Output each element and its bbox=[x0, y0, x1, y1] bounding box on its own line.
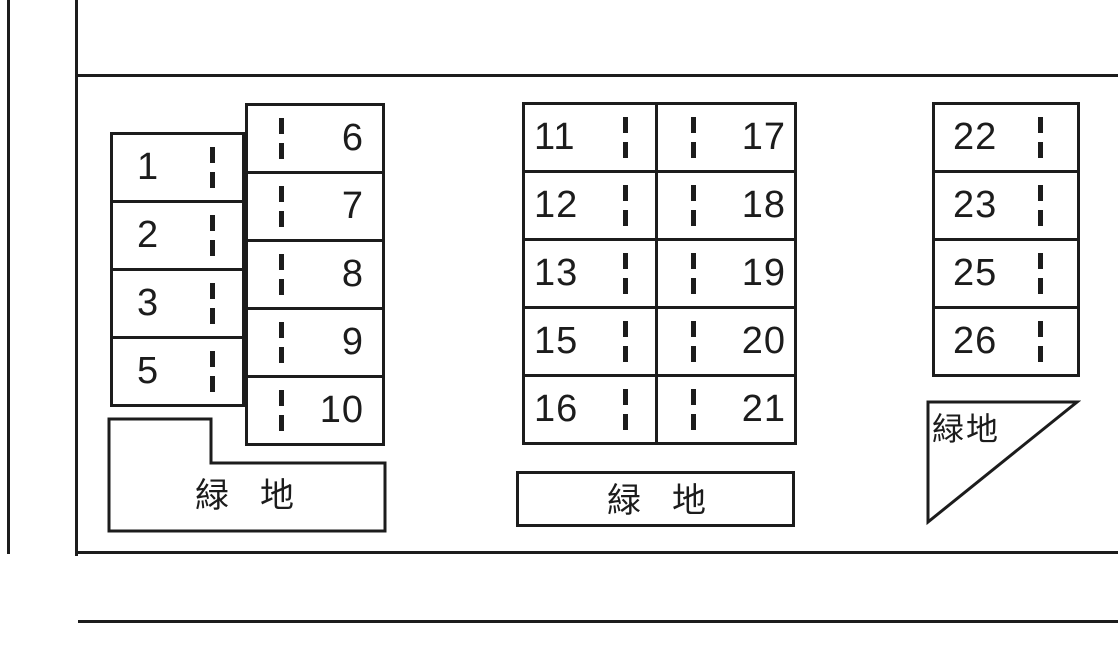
far-left-boundary-line bbox=[7, 0, 10, 554]
stall-number: 18 bbox=[741, 183, 786, 226]
stall-number: 23 bbox=[953, 183, 998, 226]
site-boundary-bottom-line bbox=[75, 551, 1118, 554]
stall-number: 11 bbox=[534, 115, 576, 158]
green-area-right bbox=[926, 400, 1081, 526]
stall-number: 26 bbox=[953, 319, 998, 362]
stall-number: 9 bbox=[341, 320, 364, 363]
parking-stall-5: 5 bbox=[110, 336, 245, 407]
stall-number: 17 bbox=[741, 115, 786, 158]
stall-center-dashed-line bbox=[1038, 117, 1043, 158]
stall-center-dashed-line bbox=[279, 118, 284, 159]
stall-center-dashed-line bbox=[691, 253, 696, 294]
stall-center-dashed-line bbox=[1038, 321, 1043, 362]
stall-center-dashed-line bbox=[623, 185, 628, 226]
parking-stall-20: 20 bbox=[655, 306, 797, 377]
parking-stall-15: 15 bbox=[522, 306, 658, 377]
parking-stall-17: 17 bbox=[655, 102, 797, 173]
green-area-outline bbox=[926, 400, 1081, 526]
stall-center-dashed-line bbox=[623, 253, 628, 294]
parking-stall-6: 6 bbox=[245, 103, 385, 174]
stall-center-dashed-line bbox=[623, 321, 628, 362]
stall-center-dashed-line bbox=[623, 117, 628, 158]
parking-stall-2: 2 bbox=[110, 200, 245, 271]
parking-stall-22: 22 bbox=[932, 102, 1080, 173]
stall-center-dashed-line bbox=[1038, 253, 1043, 294]
stall-number: 15 bbox=[534, 319, 579, 362]
stall-number: 22 bbox=[953, 115, 998, 158]
parking-stall-16: 16 bbox=[522, 374, 658, 445]
stall-number: 12 bbox=[534, 183, 579, 226]
green-area-label: 緑地 bbox=[195, 476, 325, 516]
stall-number: 19 bbox=[741, 251, 786, 294]
parking-stall-3: 3 bbox=[110, 268, 245, 339]
stall-center-dashed-line bbox=[1038, 185, 1043, 226]
parking-stall-26: 26 bbox=[932, 306, 1080, 377]
stall-center-dashed-line bbox=[691, 389, 696, 430]
site-boundary-top-line bbox=[75, 74, 1118, 77]
stall-number: 1 bbox=[137, 145, 160, 188]
stall-number: 6 bbox=[341, 116, 364, 159]
stall-number: 8 bbox=[341, 252, 364, 295]
green-area-label: 緑地 bbox=[932, 410, 1001, 448]
stall-center-dashed-line bbox=[691, 321, 696, 362]
parking-stall-21: 21 bbox=[655, 374, 797, 445]
parking-stall-9: 9 bbox=[245, 307, 385, 378]
green-area-left bbox=[107, 417, 387, 533]
stall-number: 5 bbox=[137, 349, 160, 392]
stall-number: 25 bbox=[953, 251, 998, 294]
road-edge-line bbox=[78, 620, 1118, 623]
site-boundary-left-line bbox=[75, 0, 78, 556]
green-area-middle bbox=[516, 471, 795, 527]
parking-stall-23: 23 bbox=[932, 170, 1080, 241]
stall-center-dashed-line bbox=[210, 147, 215, 188]
parking-stall-1: 1 bbox=[110, 132, 245, 203]
stall-center-dashed-line bbox=[279, 390, 284, 431]
stall-number: 13 bbox=[534, 251, 579, 294]
stall-number: 2 bbox=[137, 213, 160, 256]
stall-number: 10 bbox=[319, 388, 364, 431]
parking-stall-13: 13 bbox=[522, 238, 658, 309]
stall-center-dashed-line bbox=[279, 186, 284, 227]
green-area-outline bbox=[107, 417, 387, 533]
parking-stall-18: 18 bbox=[655, 170, 797, 241]
parking-stall-25: 25 bbox=[932, 238, 1080, 309]
stall-center-dashed-line bbox=[691, 117, 696, 158]
parking-stall-19: 19 bbox=[655, 238, 797, 309]
stall-center-dashed-line bbox=[623, 389, 628, 430]
stall-number: 21 bbox=[741, 387, 786, 430]
stall-center-dashed-line bbox=[210, 283, 215, 324]
stall-number: 3 bbox=[137, 281, 160, 324]
parking-stall-10: 10 bbox=[245, 375, 385, 446]
parking-stall-7: 7 bbox=[245, 171, 385, 242]
green-area-label: 緑地 bbox=[607, 481, 737, 521]
stall-number: 7 bbox=[341, 184, 364, 227]
stall-center-dashed-line bbox=[691, 185, 696, 226]
stall-center-dashed-line bbox=[279, 322, 284, 363]
parking-stall-8: 8 bbox=[245, 239, 385, 310]
stall-center-dashed-line bbox=[279, 254, 284, 295]
parking-stall-12: 12 bbox=[522, 170, 658, 241]
stall-number: 20 bbox=[741, 319, 786, 362]
stall-number: 16 bbox=[534, 387, 579, 430]
stall-center-dashed-line bbox=[210, 215, 215, 256]
stall-center-dashed-line bbox=[210, 351, 215, 392]
parking-stall-11: 11 bbox=[522, 102, 658, 173]
